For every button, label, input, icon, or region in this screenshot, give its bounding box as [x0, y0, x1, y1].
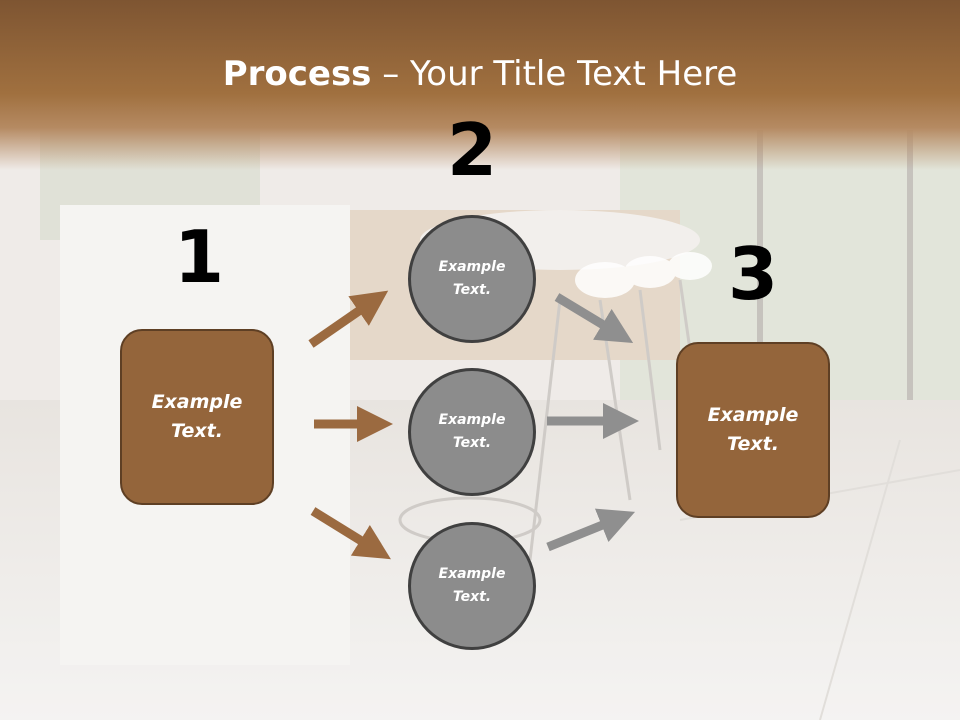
left-process-box[interactable]: Example Text.	[120, 329, 274, 505]
title-bold-text: Process	[222, 54, 372, 94]
circle-bottom[interactable]: Example Text.	[408, 522, 536, 650]
circle-top[interactable]: Example Text.	[408, 215, 536, 343]
left-box-label: Example Text.	[151, 391, 243, 442]
arrow-1-to-2-top	[308, 290, 389, 348]
step-number-1: 1	[173, 215, 225, 299]
circle-middle-label: Example Text.	[438, 412, 506, 451]
circle-middle[interactable]: Example Text.	[408, 368, 536, 496]
step-number-3: 3	[727, 232, 779, 316]
right-box-label: Example Text.	[707, 404, 799, 455]
arrow-1-to-2-bottom	[310, 507, 391, 560]
circle-top-label: Example Text.	[438, 259, 506, 298]
step-number-2: 2	[446, 108, 498, 192]
slide-title: Process – Your Title Text Here	[0, 54, 960, 94]
title-rest-text: – Your Title Text Here	[371, 54, 738, 94]
circle-bottom-label: Example Text.	[438, 566, 506, 605]
title-band	[0, 0, 960, 170]
arrow-2-to-3-top	[554, 293, 634, 343]
arrow-2-to-3-bottom	[546, 508, 636, 552]
right-process-box[interactable]: Example Text.	[676, 342, 830, 518]
